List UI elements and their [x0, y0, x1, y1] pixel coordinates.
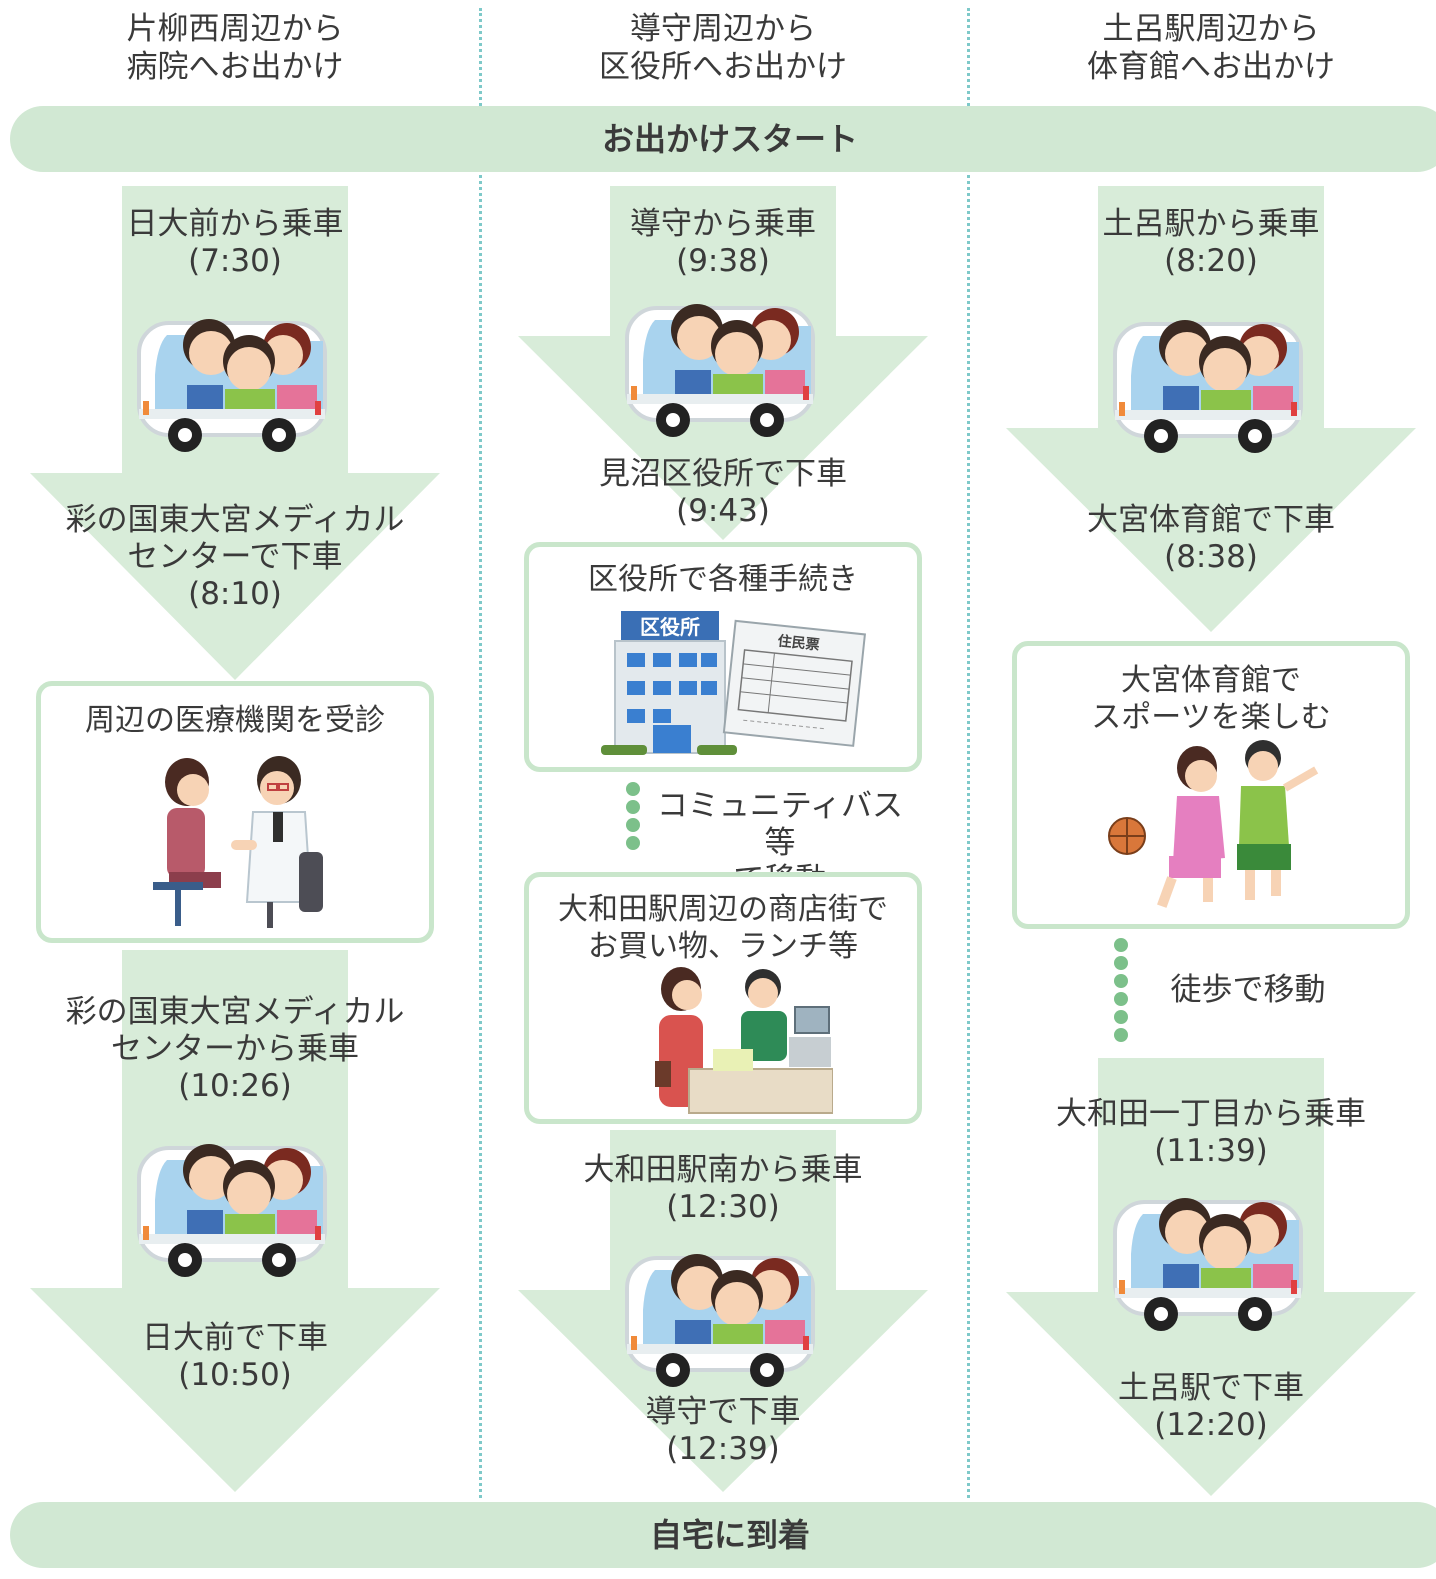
- activity-title: 大宮体育館で スポーツを楽しむ: [1091, 663, 1331, 735]
- alight-label: 彩の国東大宮メディカル センターで下車 (8:10): [65, 502, 405, 612]
- board-label: 彩の国東大宮メディカル センターから乗車 (10:26): [65, 994, 405, 1104]
- activity-title: 大和田駅周辺の商店街で お買い物、ランチ等: [558, 892, 888, 964]
- office-sign: 区役所: [640, 615, 700, 639]
- start-bar: お出かけスタート: [10, 106, 1436, 172]
- alight-label: 見沼区役所で下車 (9:43): [599, 456, 847, 529]
- alight-label: 導守で下車 (12:39): [645, 1394, 801, 1467]
- activity-box: 周辺の医療機関を受診: [36, 681, 434, 943]
- bus-icon: [137, 1142, 327, 1279]
- basketball-illustration: [1108, 740, 1319, 908]
- activity-title: 周辺の医療機関を受診: [85, 703, 385, 738]
- doctor-consultation-illustration: [153, 756, 323, 928]
- board-label: 大和田一丁目から乗車 (11:39): [1056, 1096, 1366, 1169]
- ward-office-illustration: 区役所 住民票: [601, 611, 866, 755]
- bus-icon: [625, 302, 815, 439]
- alight-label: 大宮体育館で下車 (8:38): [1087, 502, 1335, 575]
- bus-icon: [1113, 1196, 1303, 1333]
- column-1-header: 片柳西周辺から 病院へお出かけ: [126, 11, 344, 85]
- column-2-header: 導守周辺から 区役所へお出かけ: [599, 11, 847, 85]
- column-3-header: 土呂駅周辺から 体育館へお出かけ: [1087, 11, 1335, 85]
- board-label: 導守から乗車 (9:38): [630, 206, 816, 279]
- end-bar: 自宅に到着: [10, 1502, 1436, 1568]
- bus-icon: [1113, 318, 1303, 455]
- bus-icon: [625, 1252, 815, 1389]
- alight-label: 土呂駅で下車 (12:20): [1118, 1370, 1304, 1443]
- move-label: 徒歩で移動: [1170, 972, 1326, 1008]
- dotted-connector: [1114, 938, 1128, 1046]
- document-title: 住民票: [777, 632, 821, 653]
- activity-box: 区役所で各種手続き 区役所 住民票: [524, 542, 922, 772]
- alight-label: 日大前で下車 (10:50): [142, 1320, 328, 1393]
- bus-icon: [137, 317, 327, 454]
- shopping-illustration: [655, 967, 833, 1114]
- column-separator: [967, 8, 970, 1498]
- activity-title: 区役所で各種手続き: [588, 562, 858, 597]
- activity-box: 大宮体育館で スポーツを楽しむ: [1012, 641, 1410, 929]
- board-label: 土呂駅から乗車 (8:20): [1102, 206, 1320, 279]
- board-label: 大和田駅南から乗車 (12:30): [583, 1152, 863, 1225]
- column-separator: [479, 8, 482, 1498]
- board-label: 日大前から乗車 (7:30): [126, 206, 344, 279]
- activity-box: 大和田駅周辺の商店街で お買い物、ランチ等: [524, 872, 922, 1124]
- dotted-connector: [626, 782, 640, 854]
